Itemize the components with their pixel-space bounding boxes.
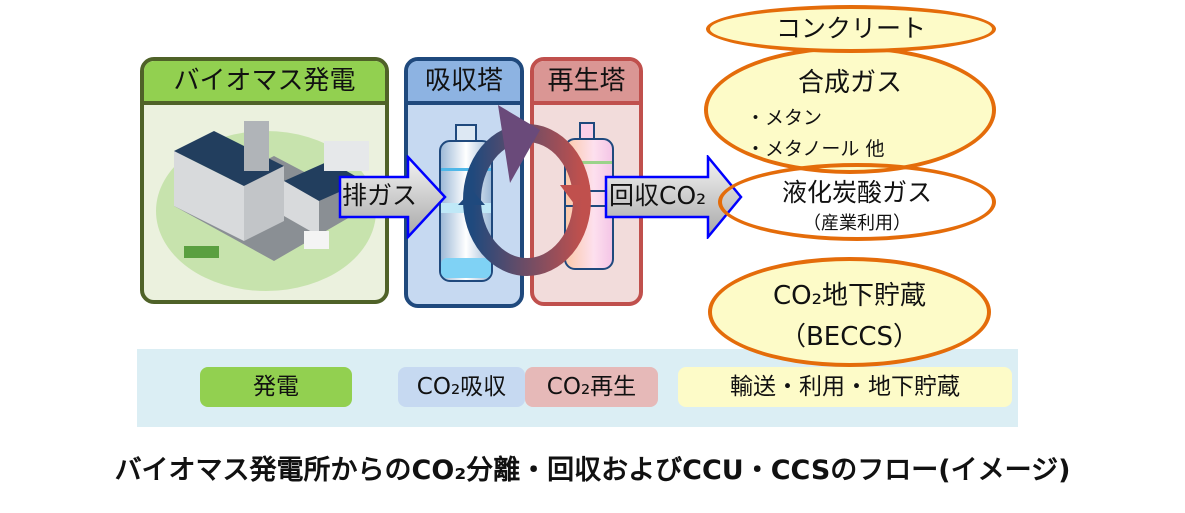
absorber-title: 吸収塔 xyxy=(408,61,520,105)
legend-regen: CO₂再生 xyxy=(525,367,658,407)
exhaust-gas-arrow xyxy=(338,155,447,239)
liquefied-co2-ellipse: 液化炭酸ガス （産業利用） xyxy=(718,163,996,241)
syngas-item-methane: ・メタン xyxy=(746,107,823,129)
liquefied-co2-title: 液化炭酸ガス xyxy=(781,178,932,207)
co2-storage-ellipse: CO₂地下貯蔵 （BECCS） xyxy=(708,257,991,367)
concrete-ellipse: コンクリート xyxy=(706,5,996,53)
diagram-caption: バイオマス発電所からのCO₂分離・回収およびCCU・CCSのフロー(イメージ) xyxy=(114,455,1071,486)
recovered-co2-arrow xyxy=(604,155,743,239)
circulation-arrow-icon xyxy=(458,105,591,276)
legend-transport: 輸送・利用・地下貯蔵 xyxy=(678,367,1012,407)
syngas-title: 合成ガス xyxy=(797,68,902,98)
legend-power: 発電 xyxy=(200,367,352,407)
power-plant-illustration xyxy=(156,121,376,291)
co2-storage-sub: （BECCS） xyxy=(779,322,920,352)
concrete-label: コンクリート xyxy=(775,14,926,43)
liquefied-co2-sub: （産業利用） xyxy=(803,213,911,234)
co2-storage-title: CO₂地下貯蔵 xyxy=(772,281,927,311)
syngas-ellipse: 合成ガス ・メタン ・メタノール 他 xyxy=(704,46,996,174)
legend-absorb: CO₂吸収 xyxy=(398,367,525,407)
plant-title: バイオマス発電 xyxy=(144,61,385,105)
syngas-item-methanol: ・メタノール 他 xyxy=(746,138,885,160)
recovered-co2-label: 回収CO₂ xyxy=(609,181,707,210)
exhaust-gas-label: 排ガス xyxy=(342,181,418,210)
regenerator-title: 再生塔 xyxy=(534,61,639,105)
